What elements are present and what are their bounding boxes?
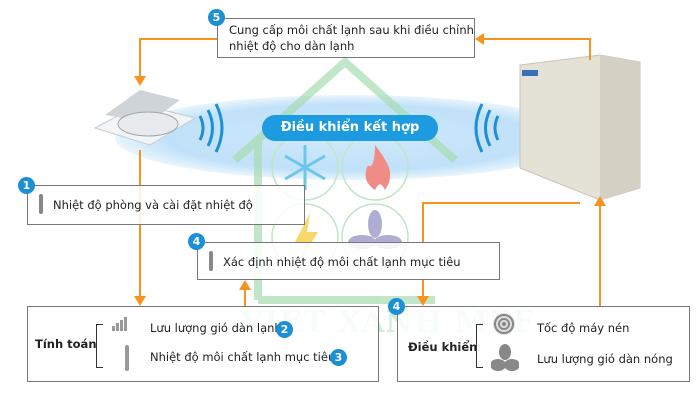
signal-waves-left-icon	[198, 103, 224, 153]
arrowheads	[134, 33, 606, 306]
bracket	[476, 324, 483, 368]
control-title: Điều khiển	[408, 340, 478, 354]
combined-control-label: Điều khiển kết hợp	[262, 115, 438, 141]
control-box: Điều khiển Tốc độ máy nén Lưu lượng gió …	[397, 306, 690, 382]
signal-waves-right-icon	[474, 103, 500, 153]
lightning-icon	[295, 213, 318, 262]
step1-badge: 1	[18, 177, 35, 194]
control-item-1-text: Tốc độ máy nén	[537, 321, 630, 335]
compressor-spiral-icon	[493, 313, 515, 335]
calc-item-1-text: Lưu lượng gió dàn lạnh	[150, 321, 282, 335]
outdoor-unit-icon	[519, 54, 641, 201]
indoor-cassette-unit-icon	[93, 90, 197, 146]
step1-box: Nhiệt độ phòng và cài đặt nhiệt độ	[27, 185, 305, 225]
step5-text-line1: Cung cấp môi chất lạnh sau khi điều chỉn…	[229, 23, 474, 37]
thermometer-icon	[39, 194, 43, 214]
thermometer-icon	[125, 345, 129, 371]
snowflake-icon	[284, 145, 326, 190]
control-item-2-text: Lưu lượng gió dàn nóng	[537, 352, 673, 366]
step5-box: Cung cấp môi chất lạnh sau khi điều chỉn…	[217, 18, 475, 58]
calculation-title: Tính toán	[35, 337, 97, 351]
bracket	[96, 324, 103, 368]
airflow-bars-icon	[112, 316, 127, 335]
thermometer-icon	[209, 251, 213, 271]
flame-icon	[365, 145, 391, 190]
step4-badge: 4	[188, 233, 205, 250]
step1-text: Nhiệt độ phòng và cài đặt nhiệt độ	[53, 198, 253, 212]
control-badge: 4	[388, 298, 405, 315]
calc-item-2-badge: 3	[330, 349, 347, 366]
calc-item-2-text: Nhiệt độ môi chất lạnh mục tiêu	[150, 350, 336, 364]
step5-badge: 5	[208, 9, 225, 26]
step5-text-line2: nhiệt độ cho dàn lạnh	[229, 39, 355, 53]
calc-item-1-badge: 2	[276, 321, 293, 338]
step4-text: Xác định nhiệt độ môi chất lạnh mục tiêu	[223, 255, 461, 269]
step4-box: Xác định nhiệt độ môi chất lạnh mục tiêu	[197, 242, 500, 280]
outdoor-fan-icon	[491, 344, 519, 371]
calculation-box: Tính toán Lưu lượng gió dàn lạnh 2 Nhiệt…	[27, 306, 379, 382]
